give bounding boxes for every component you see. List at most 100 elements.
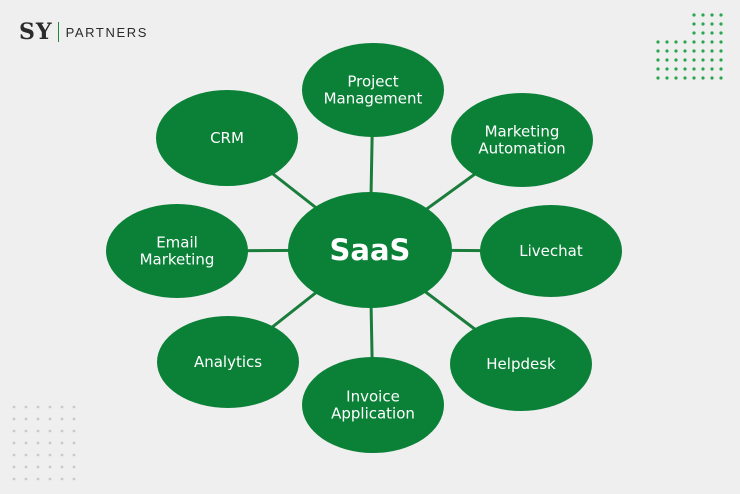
decor-dot bbox=[665, 76, 669, 80]
decor-dot bbox=[683, 58, 687, 62]
decor-dot bbox=[72, 465, 76, 469]
decor-dot bbox=[60, 429, 64, 433]
node-label-livechat: Livechat bbox=[519, 242, 583, 260]
decor-dot bbox=[48, 429, 52, 433]
brand-divider bbox=[57, 22, 59, 42]
decor-dot bbox=[24, 405, 28, 409]
decor-dot bbox=[48, 441, 52, 445]
decor-dot bbox=[72, 405, 76, 409]
node-label-marketing-automation: Automation bbox=[478, 140, 565, 158]
node-shape-marketing-automation bbox=[451, 93, 593, 187]
decor-dot bbox=[674, 76, 678, 80]
decor-dot bbox=[692, 76, 696, 80]
decor-dot bbox=[683, 40, 687, 44]
decor-dot bbox=[48, 477, 52, 481]
decor-dot bbox=[719, 49, 723, 53]
decor-dot bbox=[36, 465, 40, 469]
decor-dot bbox=[710, 31, 714, 35]
decor-dot bbox=[24, 477, 28, 481]
decor-dot bbox=[12, 477, 16, 481]
node-crm: CRM bbox=[156, 90, 298, 186]
decor-dot bbox=[24, 465, 28, 469]
node-label-analytics: Analytics bbox=[194, 353, 262, 371]
decor-dot bbox=[12, 465, 16, 469]
node-label-invoice-application: Invoice bbox=[346, 388, 400, 406]
decor-dot bbox=[60, 417, 64, 421]
node-shape-project-management bbox=[302, 43, 444, 137]
decor-dot bbox=[701, 58, 705, 62]
node-label-email-marketing: Email bbox=[156, 234, 198, 252]
decor-dot bbox=[24, 453, 28, 457]
decor-dot bbox=[656, 49, 660, 53]
decor-dot bbox=[60, 453, 64, 457]
decor-dot bbox=[36, 405, 40, 409]
decor-dot bbox=[719, 13, 723, 17]
decor-dot bbox=[12, 441, 16, 445]
decor-dot bbox=[656, 76, 660, 80]
decor-dot bbox=[665, 40, 669, 44]
decor-dot bbox=[48, 417, 52, 421]
decor-dot bbox=[692, 40, 696, 44]
decor-dot bbox=[674, 49, 678, 53]
decor-dot bbox=[48, 465, 52, 469]
decor-dot bbox=[656, 40, 660, 44]
decor-dot bbox=[701, 76, 705, 80]
node-label-project-management: Management bbox=[324, 90, 423, 108]
decor-dot bbox=[701, 31, 705, 35]
diagram-nodes: ProjectManagementMarketingAutomationLive… bbox=[106, 43, 622, 453]
node-label-email-marketing: Marketing bbox=[140, 251, 215, 269]
decor-dot bbox=[36, 417, 40, 421]
decor-dot bbox=[674, 58, 678, 62]
node-label-invoice-application: Application bbox=[331, 405, 415, 423]
node-label-marketing-automation: Marketing bbox=[485, 123, 560, 141]
decor-dot bbox=[683, 49, 687, 53]
node-shape-livechat bbox=[480, 205, 622, 297]
decor-dot bbox=[701, 13, 705, 17]
center-node-shape bbox=[288, 192, 452, 308]
decor-dot bbox=[665, 67, 669, 71]
node-shape-analytics bbox=[157, 316, 299, 408]
decor-dot bbox=[12, 405, 16, 409]
decor-dot bbox=[72, 417, 76, 421]
center-node: SaaS bbox=[288, 192, 452, 308]
decor-dot bbox=[719, 76, 723, 80]
decor-dot bbox=[12, 417, 16, 421]
node-helpdesk: Helpdesk bbox=[450, 317, 592, 411]
decor-dot bbox=[701, 40, 705, 44]
decor-dot bbox=[710, 22, 714, 26]
node-livechat: Livechat bbox=[480, 205, 622, 297]
decor-dot bbox=[710, 67, 714, 71]
brand-mark: SY bbox=[19, 19, 53, 45]
decor-dot bbox=[36, 429, 40, 433]
decor-dot bbox=[48, 453, 52, 457]
decor-dot bbox=[60, 477, 64, 481]
decorative-dots-top-right bbox=[656, 13, 723, 80]
decor-dot bbox=[710, 49, 714, 53]
node-label-crm: CRM bbox=[210, 129, 244, 147]
decor-dot bbox=[701, 67, 705, 71]
decor-dot bbox=[692, 67, 696, 71]
brand-word: PARTNERS bbox=[65, 24, 148, 40]
decor-dot bbox=[72, 429, 76, 433]
decor-dot bbox=[60, 441, 64, 445]
decor-dot bbox=[48, 405, 52, 409]
decor-dot bbox=[665, 58, 669, 62]
node-shape-email-marketing bbox=[106, 204, 248, 298]
decor-dot bbox=[24, 441, 28, 445]
decor-dot bbox=[674, 40, 678, 44]
decor-dot bbox=[692, 13, 696, 17]
decor-dot bbox=[692, 58, 696, 62]
node-shape-invoice-application bbox=[302, 357, 444, 453]
decor-dot bbox=[710, 40, 714, 44]
decor-dot bbox=[710, 76, 714, 80]
decor-dot bbox=[674, 67, 678, 71]
decorative-dots-bottom-left bbox=[12, 405, 76, 481]
node-shape-crm bbox=[156, 90, 298, 186]
node-label-project-management: Project bbox=[347, 73, 398, 91]
decor-dot bbox=[60, 405, 64, 409]
brand-logo: SY PARTNERS bbox=[19, 18, 148, 46]
decor-dot bbox=[692, 22, 696, 26]
